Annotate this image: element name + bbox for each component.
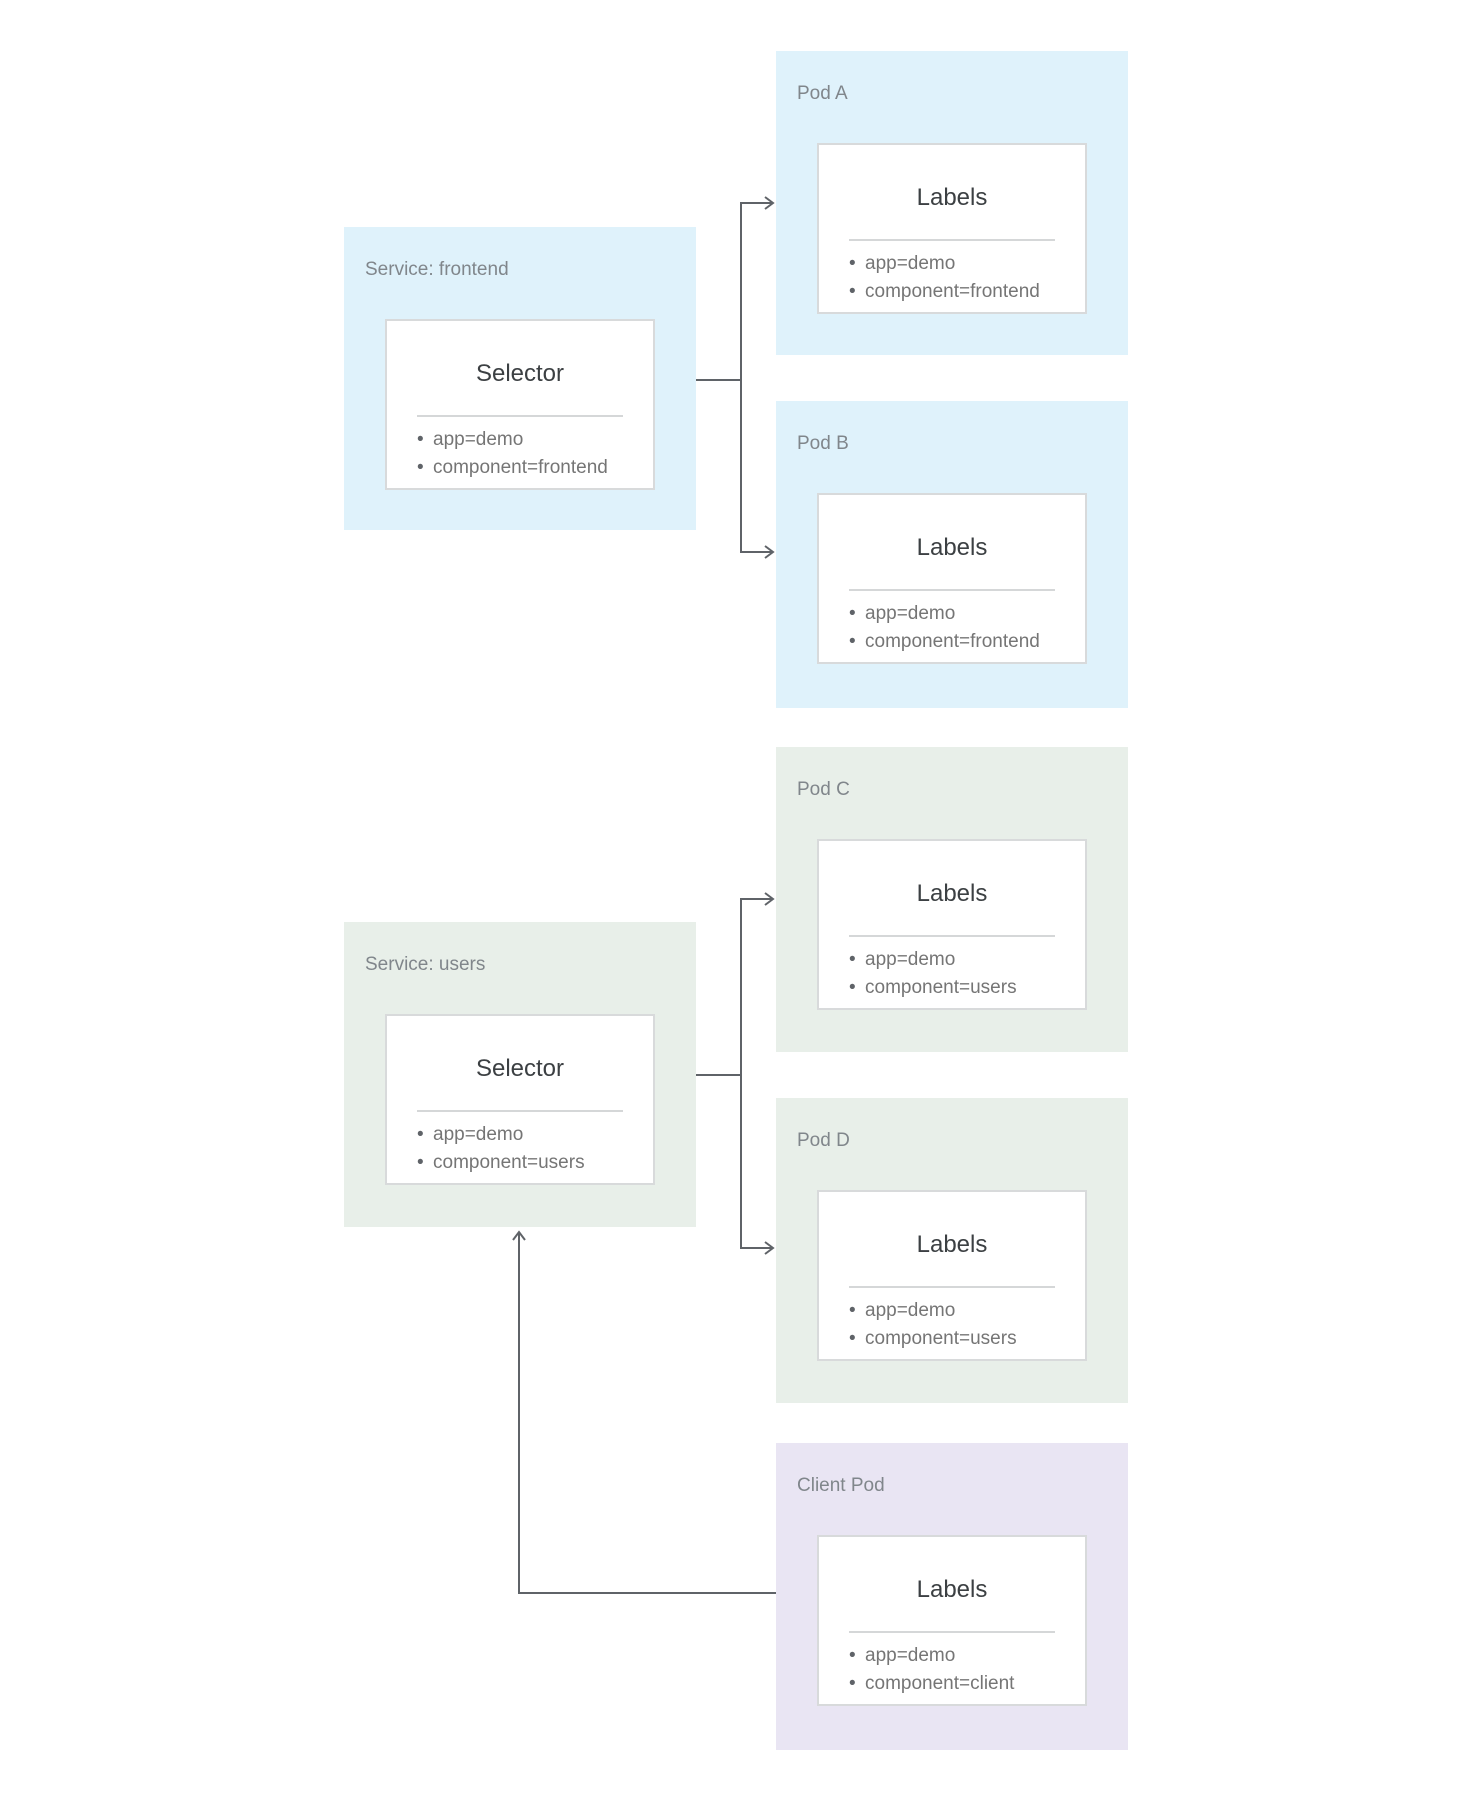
label-item: component=frontend <box>849 628 1085 656</box>
pod-b-title: Pod B <box>797 433 849 454</box>
label-item: component=users <box>849 974 1085 1002</box>
service-users-title: Service: users <box>365 954 486 975</box>
label-item-list: app=demo component=users <box>819 1297 1085 1353</box>
card-divider <box>849 1286 1055 1288</box>
card-divider <box>849 239 1055 241</box>
labels-card-title: Labels <box>916 880 988 907</box>
label-item: app=demo <box>849 1297 1085 1325</box>
label-item-list: app=demo component=frontend <box>819 250 1085 306</box>
label-item: component=frontend <box>849 278 1085 306</box>
labels-card-title: Labels <box>916 184 988 211</box>
service-frontend-box: Service: frontend Selector app=demo comp… <box>344 227 696 530</box>
pod-b-labels-card: Labels app=demo component=frontend <box>817 493 1087 664</box>
pod-a-title: Pod A <box>797 83 848 104</box>
selector-item: app=demo <box>417 1121 653 1149</box>
labels-card-title: Labels <box>916 534 988 561</box>
pod-d-title: Pod D <box>797 1130 850 1151</box>
label-item: app=demo <box>849 1642 1085 1670</box>
selector-card-title: Selector <box>475 360 565 387</box>
pod-d-labels-card: Labels app=demo component=users <box>817 1190 1087 1361</box>
label-item-list: app=demo component=frontend <box>819 600 1085 656</box>
card-divider <box>849 589 1055 591</box>
card-divider <box>849 1631 1055 1633</box>
label-item: component=client <box>849 1670 1085 1698</box>
pod-a-box: Pod A Labels app=demo component=frontend <box>776 51 1128 355</box>
selector-item: component=frontend <box>417 454 653 482</box>
service-users-selector-card: Selector app=demo component=users <box>385 1014 655 1185</box>
selector-item: component=users <box>417 1149 653 1177</box>
label-item-list: app=demo component=client <box>819 1642 1085 1698</box>
selector-item: app=demo <box>417 426 653 454</box>
label-item: app=demo <box>849 600 1085 628</box>
selector-item-list: app=demo component=frontend <box>387 426 653 482</box>
service-frontend-selector-card: Selector app=demo component=frontend <box>385 319 655 490</box>
pod-c-labels-card: Labels app=demo component=users <box>817 839 1087 1010</box>
labels-card-title: Labels <box>916 1576 988 1603</box>
client-pod-labels-card: Labels app=demo component=client <box>817 1535 1087 1706</box>
selector-item-list: app=demo component=users <box>387 1121 653 1177</box>
client-pod-box: Client Pod Labels app=demo component=cli… <box>776 1443 1128 1750</box>
service-frontend-title: Service: frontend <box>365 259 509 280</box>
pod-c-box: Pod C Labels app=demo component=users <box>776 747 1128 1052</box>
pod-b-box: Pod B Labels app=demo component=frontend <box>776 401 1128 708</box>
label-item: component=users <box>849 1325 1085 1353</box>
labels-card-title: Labels <box>916 1231 988 1258</box>
card-divider <box>849 935 1055 937</box>
card-divider <box>417 1110 623 1112</box>
service-users-box: Service: users Selector app=demo compone… <box>344 922 696 1227</box>
pod-a-labels-card: Labels app=demo component=frontend <box>817 143 1087 314</box>
pod-d-box: Pod D Labels app=demo component=users <box>776 1098 1128 1403</box>
pod-c-title: Pod C <box>797 779 850 800</box>
client-pod-title: Client Pod <box>797 1475 885 1496</box>
label-item: app=demo <box>849 250 1085 278</box>
card-divider <box>417 415 623 417</box>
label-item: app=demo <box>849 946 1085 974</box>
connector-client-to-users <box>512 1230 777 1594</box>
selector-card-title: Selector <box>475 1055 565 1082</box>
label-item-list: app=demo component=users <box>819 946 1085 1002</box>
